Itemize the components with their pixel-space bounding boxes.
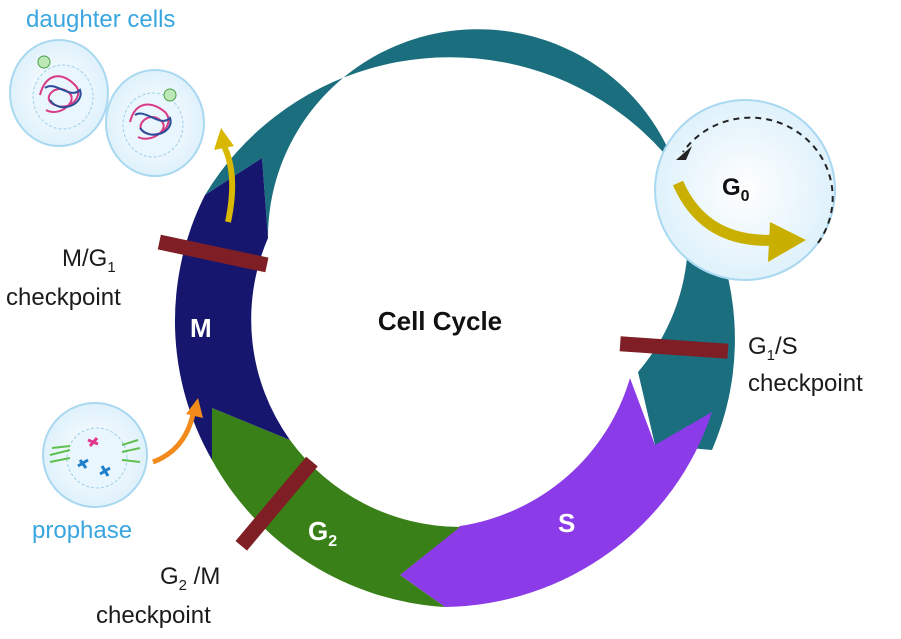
m-segment	[174, 158, 290, 460]
diagram-title: Cell Cycle	[378, 306, 502, 336]
g0-cell	[654, 99, 836, 281]
svg-text:checkpoint: checkpoint	[748, 370, 863, 397]
g1-label: G1	[470, 81, 499, 115]
dashed-arrow-head-icon	[676, 146, 692, 160]
g0-dashed-arrow	[682, 116, 834, 244]
m-label: M	[190, 313, 212, 343]
g1s-checkpoint-bar	[619, 336, 729, 359]
svg-text:M/G1: M/G1	[62, 245, 116, 276]
daughter-cells-label: daughter cells	[26, 6, 175, 33]
g1s-checkpoint-label: G1/S checkpoint	[748, 333, 863, 397]
svg-text:checkpoint: checkpoint	[96, 602, 211, 629]
svg-text:checkpoint: checkpoint	[6, 284, 121, 311]
g2m-checkpoint-label: G2 /M checkpoint	[96, 563, 220, 629]
cycle-ring	[174, 29, 735, 607]
prophase-label: prophase	[32, 517, 132, 544]
prophase-arrow	[152, 413, 196, 465]
g1-segment	[205, 29, 735, 450]
mg1-checkpoint-bar	[157, 234, 269, 273]
g0-label: G0	[722, 174, 750, 205]
g2-label: G2	[308, 516, 337, 550]
m-exit-arrow	[221, 144, 236, 223]
prophase-cell-icon	[42, 402, 148, 508]
g2m-checkpoint-bar	[235, 456, 318, 551]
s-segment	[400, 378, 712, 607]
svg-text:G1/S: G1/S	[748, 333, 798, 364]
m-exit-arrow-head-icon	[214, 128, 234, 150]
prophase-arrow-head-icon	[186, 398, 203, 418]
g0-arrow-head-icon	[768, 222, 806, 262]
mg1-checkpoint-label: M/G1 checkpoint	[6, 245, 121, 311]
svg-text:G2 /M: G2 /M	[160, 563, 220, 594]
daughter-cells-icon	[9, 39, 205, 177]
g2-segment	[212, 408, 460, 607]
g0-arrow	[672, 180, 779, 246]
s-label: S	[558, 508, 575, 538]
